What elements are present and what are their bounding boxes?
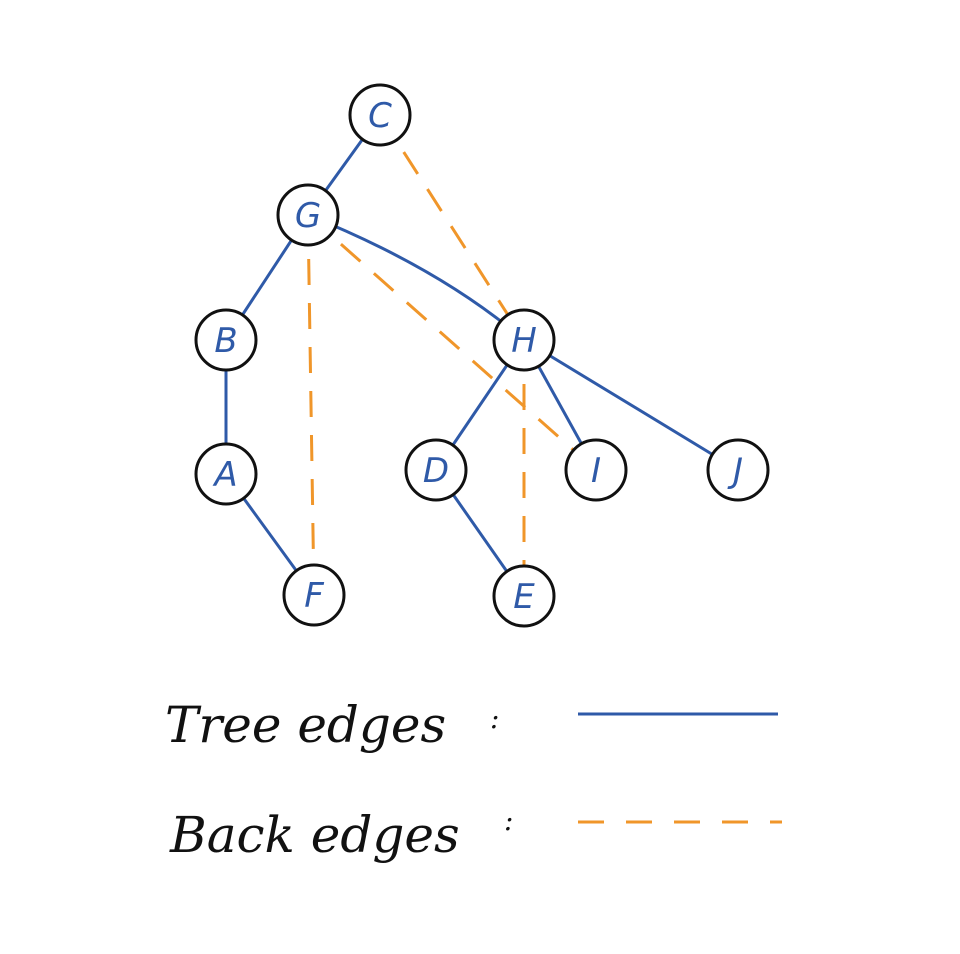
node-f-circle xyxy=(282,563,346,627)
back-edge-G-F xyxy=(306,214,316,596)
node-i-label: I xyxy=(591,451,601,491)
back-edge-C-H xyxy=(378,114,526,341)
node-b-circle xyxy=(194,308,258,372)
back-edge-layer xyxy=(306,114,597,596)
node-g-label: G xyxy=(295,196,321,236)
node-a: A xyxy=(194,442,258,506)
node-a-circle xyxy=(194,442,258,506)
node-c-label: C xyxy=(368,96,392,136)
node-d-label: D xyxy=(423,451,449,491)
tree-edge-G-H xyxy=(307,213,525,342)
node-e: E xyxy=(492,564,556,628)
node-b: B xyxy=(194,308,258,372)
node-j-circle xyxy=(706,438,770,502)
node-d-circle xyxy=(404,438,468,502)
node-c: C xyxy=(348,83,412,147)
tree-edge-H-J xyxy=(523,338,739,472)
node-h-circle xyxy=(492,308,556,372)
node-b-label: B xyxy=(214,321,237,361)
legend-tree-separator: : xyxy=(490,702,499,735)
node-c-circle xyxy=(348,83,412,147)
node-h-label: H xyxy=(511,321,537,361)
legend-back-separator: : xyxy=(504,804,513,837)
node-e-label: E xyxy=(513,577,535,617)
node-j: J xyxy=(706,438,770,502)
node-g: G xyxy=(276,183,340,247)
node-i: I xyxy=(564,438,628,502)
node-layer: C G B H A D I J F E xyxy=(194,83,770,628)
legend-tree-label: Tree edges xyxy=(165,696,446,754)
node-e-circle xyxy=(492,564,556,628)
legend: Tree edges : Back edges : xyxy=(165,696,782,864)
node-f-label: F xyxy=(304,576,324,616)
node-d: D xyxy=(404,438,468,502)
node-g-circle xyxy=(276,183,340,247)
legend-back-label: Back edges xyxy=(169,806,460,864)
node-i-circle xyxy=(564,438,628,502)
node-f: F xyxy=(282,563,346,627)
back-edge-G-I xyxy=(307,213,597,472)
node-h: H xyxy=(492,308,556,372)
node-a-label: A xyxy=(212,455,237,495)
